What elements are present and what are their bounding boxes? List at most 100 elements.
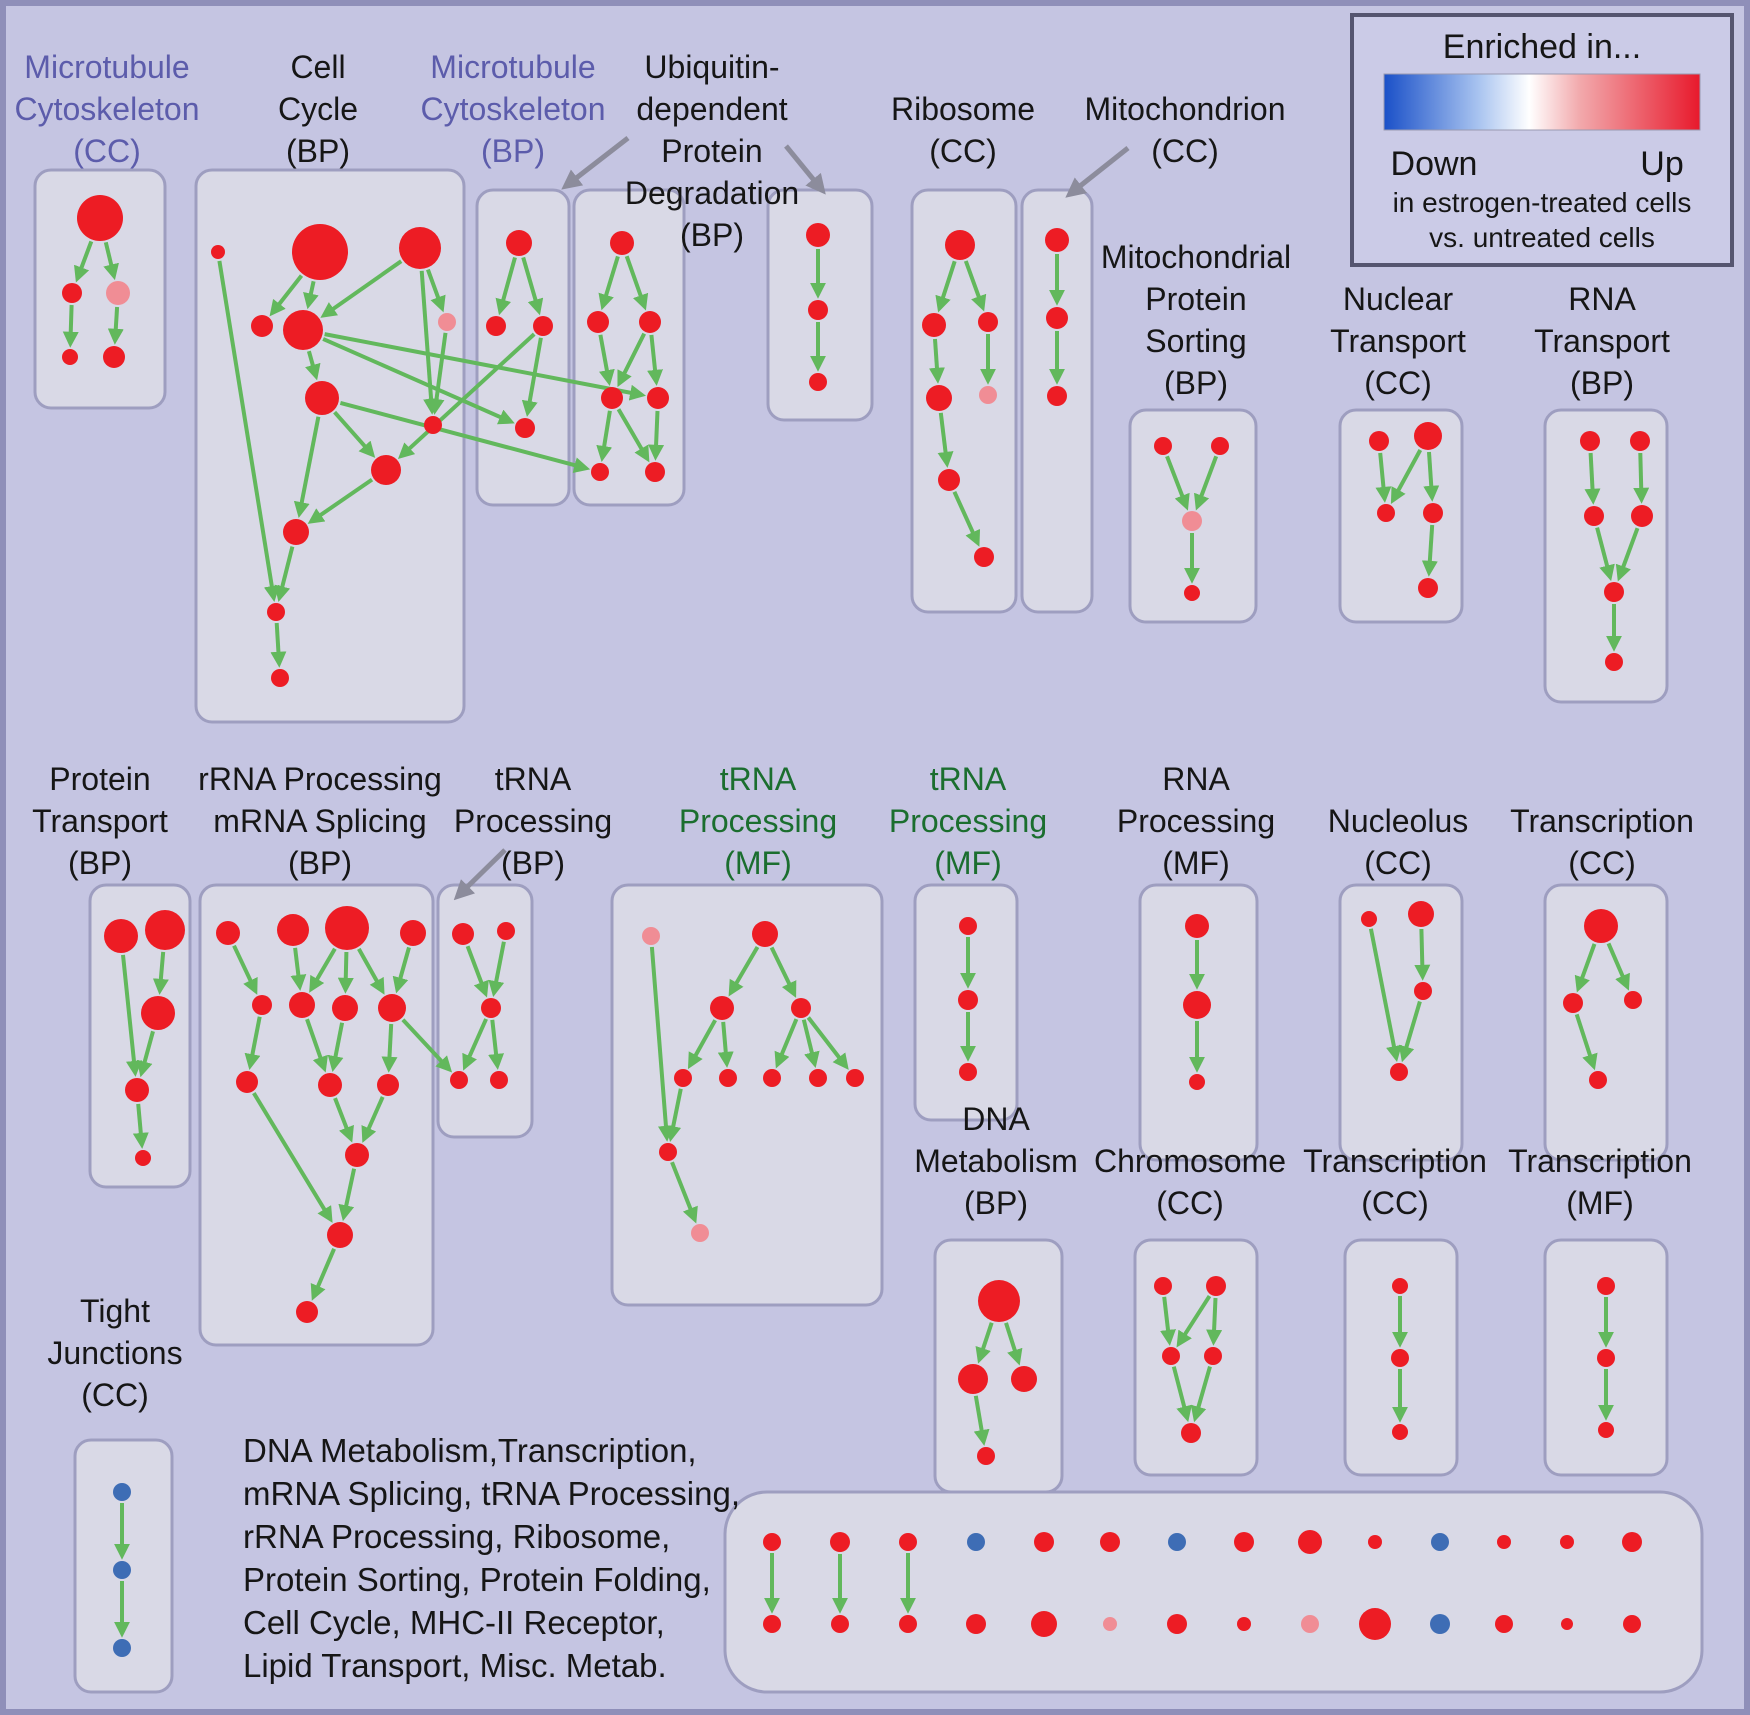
label-pointer-arrow xyxy=(453,848,507,901)
gene-node-red xyxy=(1167,1614,1187,1634)
edge-arrow-protein-transport-bp xyxy=(152,951,169,995)
edge-arrow-rna-transport-bp xyxy=(1633,452,1650,504)
gene-node-red xyxy=(1584,506,1604,526)
edge-arrow-ribosome-cc xyxy=(952,490,981,547)
gene-node-red xyxy=(1622,1532,1642,1552)
gene-node-red xyxy=(1414,422,1442,450)
gene-node-red xyxy=(1598,1422,1614,1438)
cluster-label-chromosome-cc: Chromosome(CC) xyxy=(1094,1143,1286,1221)
edge-arrow-rrna-processing-mrna-splicing-bp xyxy=(309,947,337,993)
gene-node-red xyxy=(959,1063,977,1081)
gene-node-red xyxy=(831,1615,849,1633)
edge-arrow-transcription-cc-mid xyxy=(1574,1013,1598,1071)
legend-context-line1: in estrogen-treated cells xyxy=(1393,187,1692,218)
gene-node-red xyxy=(1597,1349,1615,1367)
gene-node-red xyxy=(1605,653,1623,671)
gene-node-red xyxy=(1377,504,1395,522)
gene-node-red xyxy=(1563,993,1583,1013)
edge-arrow-cell-cycle-bp xyxy=(270,622,287,668)
gene-node-red xyxy=(486,316,506,336)
gene-node-red xyxy=(645,462,665,482)
gene-node-red xyxy=(938,469,960,491)
gene-node-red xyxy=(1495,1615,1513,1633)
gene-node-red xyxy=(424,416,442,434)
gene-node-red xyxy=(1154,1277,1172,1295)
edge-arrow-cell-cycle-bp xyxy=(269,274,304,317)
gene-node-pink xyxy=(106,281,130,305)
cluster-label-transcription-cc-bottom: Transcription(CC) xyxy=(1303,1143,1487,1221)
edge-arrow-cell-cycle-bp xyxy=(426,268,446,313)
cross-cluster-edge xyxy=(322,337,515,425)
gene-node-pink xyxy=(979,386,997,404)
edge-arrow-ubiquitin-degradation-bp-left xyxy=(596,410,613,462)
label-pointer-arrow xyxy=(784,144,826,195)
cross-cluster-edge xyxy=(339,400,591,473)
cluster-label-transcription-cc-mid: Transcription(CC) xyxy=(1510,803,1694,881)
cross-cluster-edge xyxy=(324,332,647,401)
edge-arrow-ubiquitin-degradation-bp-left xyxy=(616,408,650,463)
gene-node-red xyxy=(481,998,501,1018)
gene-node-red xyxy=(497,922,515,940)
gene-node-red xyxy=(1623,1615,1641,1633)
edge-arrow-cell-cycle-bp xyxy=(307,477,374,524)
gene-node-red xyxy=(719,1069,737,1087)
gene-node-red xyxy=(515,418,535,438)
gene-node-red xyxy=(452,923,474,945)
edge-arrow-chromosome-cc xyxy=(1160,1296,1176,1346)
gene-node-red xyxy=(296,1301,318,1323)
gene-node-red xyxy=(959,917,977,935)
edge-arrow-rrna-processing-mrna-splicing-bp xyxy=(392,946,411,994)
gene-node-red xyxy=(647,387,669,409)
gene-node-red xyxy=(978,312,998,332)
gene-node-blue xyxy=(1431,1533,1449,1551)
edge-arrow-dna-metabolism-bp xyxy=(1004,1322,1023,1366)
gene-node-red xyxy=(1162,1347,1180,1365)
gene-node-red xyxy=(1211,437,1229,455)
gene-node-pink xyxy=(691,1224,709,1242)
gene-node-red xyxy=(1361,911,1377,927)
legend-gradient-bar xyxy=(1383,73,1701,131)
gene-node-pink xyxy=(1182,511,1202,531)
edge-arrow-nuclear-transport-cc xyxy=(1390,449,1423,505)
edge-arrow-microtubule-cytoskeleton-bp xyxy=(521,256,544,316)
cluster-box-dna-metabolism-bp xyxy=(933,1238,1064,1494)
edge-arrow-dna-metabolism-bp xyxy=(975,1322,994,1364)
gene-node-red xyxy=(763,1069,781,1087)
gene-node-red xyxy=(62,349,78,365)
edge-arrow-rrna-processing-mrna-splicing-bp xyxy=(290,947,307,991)
gene-node-red xyxy=(399,227,441,269)
gene-node-red xyxy=(211,245,225,259)
gene-node-red xyxy=(289,992,315,1018)
gene-node-red xyxy=(1418,578,1438,598)
gene-node-red xyxy=(1390,1063,1408,1081)
gene-node-red xyxy=(809,1069,827,1087)
edge-arrow-trna-processing-mf-large xyxy=(687,1019,717,1070)
legend-box xyxy=(1350,13,1734,267)
edge-arrow-ubiquitin-degradation-bp-left xyxy=(648,410,665,461)
edge-arrow-rrna-processing-mrna-splicing-bp xyxy=(252,1092,333,1223)
gene-node-red xyxy=(958,990,978,1010)
gene-node-red xyxy=(1604,582,1624,602)
edge-arrow-microtubule-cytoskeleton-bp xyxy=(495,256,517,316)
gene-node-red xyxy=(1298,1530,1322,1554)
cluster-box-trna-processing-mf-large xyxy=(610,883,884,1307)
gene-node-red xyxy=(1597,1277,1615,1295)
gene-node-red xyxy=(899,1615,917,1633)
edge-arrow-rrna-processing-mrna-splicing-bp xyxy=(232,944,258,995)
edge-arrow-ubiquitin-degradation-bp-left xyxy=(624,255,649,311)
gene-node-red xyxy=(305,381,339,415)
gene-node-blue xyxy=(1168,1533,1186,1551)
edge-arrow-nucleolus-cc xyxy=(1368,928,1402,1063)
edge-arrow-chromosome-cc xyxy=(1171,1366,1192,1423)
gene-node-red xyxy=(1497,1535,1511,1549)
edge-arrow-nucleolus-cc xyxy=(1414,928,1431,981)
gene-node-red xyxy=(1589,1071,1607,1089)
gene-node-red xyxy=(283,310,323,350)
edge-arrow-chromosome-cc xyxy=(1176,1295,1212,1348)
edges-layer xyxy=(62,240,1650,1638)
